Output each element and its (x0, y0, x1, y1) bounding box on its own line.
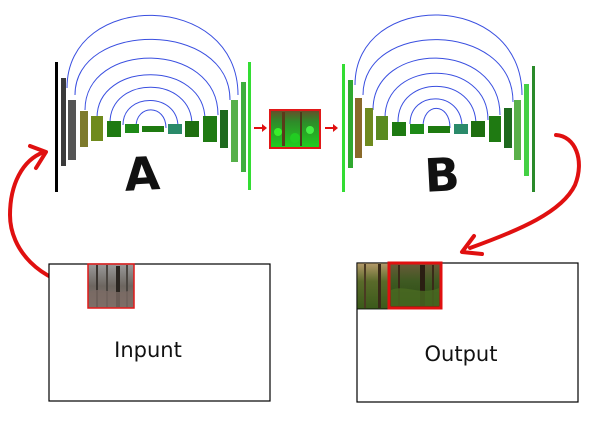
arrow-b-to-output (468, 133, 581, 250)
arrow-head-icon (28, 144, 48, 170)
layer-bar (410, 124, 424, 134)
layer-bar (80, 111, 88, 147)
layer-bar (471, 121, 485, 137)
layer-bar (532, 66, 535, 192)
layer-bar (125, 124, 139, 133)
layer-bar (168, 124, 182, 134)
network-a-label: A (123, 146, 162, 202)
skip-arc (409, 98, 463, 128)
layer-bar (248, 62, 251, 190)
skip-arc (135, 109, 167, 129)
layer-bar (365, 108, 373, 146)
input-label: Inpunt (114, 338, 182, 362)
layer-bar (55, 62, 58, 192)
output-generated-image-thumbnail (387, 261, 443, 310)
layer-bar (220, 110, 228, 148)
intermediate-image (269, 109, 321, 149)
skip-arc (66, 14, 239, 96)
layer-bar (348, 80, 353, 168)
skip-arc (122, 100, 179, 128)
layer-bar (107, 121, 121, 137)
layer-bar (61, 78, 66, 166)
network-b-label: B (423, 147, 461, 203)
skip-arc (362, 39, 514, 103)
layer-bar (376, 116, 388, 140)
network-b-layers (342, 64, 535, 192)
skip-arc (74, 38, 231, 101)
output-label: Output (425, 342, 498, 366)
layer-bar (489, 116, 501, 142)
layer-bar (142, 126, 164, 132)
skip-arc (422, 108, 451, 129)
arrow-head-icon (460, 234, 484, 256)
network-a-layers (55, 62, 251, 192)
layer-bar (185, 121, 199, 137)
intermediate-stage (254, 109, 338, 149)
input-image-thumbnail (87, 263, 135, 309)
layer-bar (231, 100, 238, 162)
network-b: B (342, 14, 535, 203)
layer-bar (342, 64, 345, 192)
network-a: A (55, 14, 251, 202)
skip-arc (397, 85, 477, 126)
layer-bar (454, 124, 468, 134)
output-box: Output (356, 261, 579, 403)
layer-bar (91, 116, 103, 141)
skip-arc (84, 57, 219, 116)
arrow-right-icon (254, 124, 267, 132)
skip-arc (354, 14, 523, 96)
network-b-skip-arcs (354, 14, 523, 129)
layer-bar (68, 100, 76, 160)
layer-bar (203, 116, 217, 142)
output-real-image-thumbnail (356, 262, 389, 310)
layer-bar (241, 82, 246, 172)
skip-arc (384, 72, 489, 121)
arrow-right-icon (325, 124, 338, 132)
layer-bar (514, 100, 521, 160)
layer-bar (504, 108, 512, 148)
layer-bar (355, 98, 362, 158)
layer-bar (524, 84, 529, 176)
network-a-skip-arcs (66, 14, 239, 129)
skip-arc (109, 86, 193, 126)
layer-bar (428, 126, 450, 133)
skip-arc (96, 74, 206, 121)
skip-arc (372, 57, 501, 116)
layer-bar (392, 122, 406, 136)
input-box: Inpunt (48, 263, 271, 402)
